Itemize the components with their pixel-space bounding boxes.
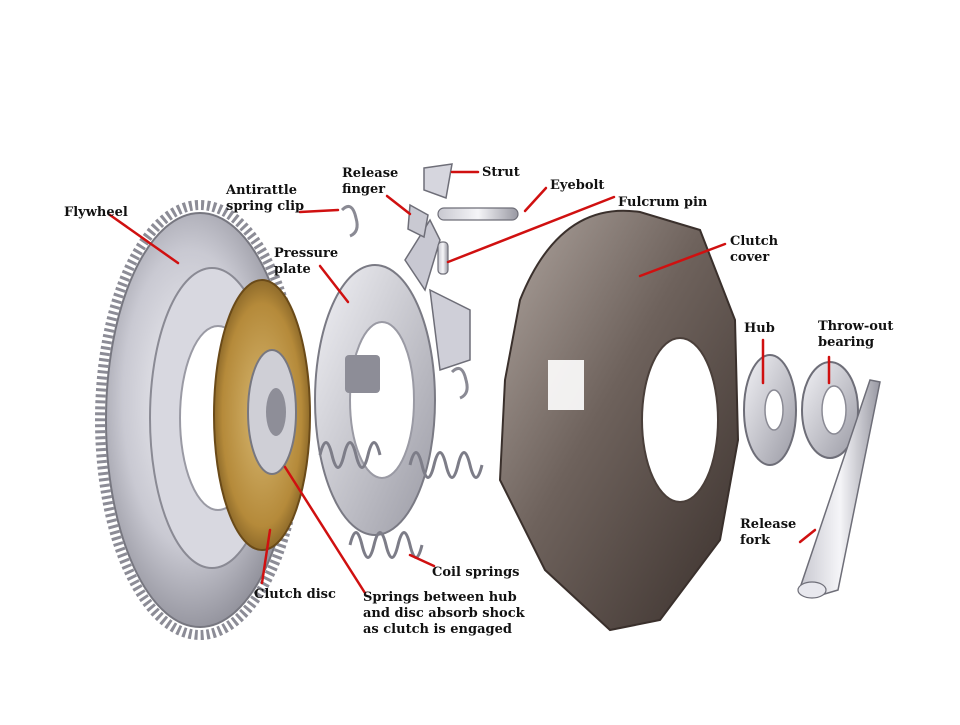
leader-lines <box>108 170 831 595</box>
leader-clutch-cover <box>638 242 727 278</box>
label-springs-note: Springs between hub and disc absorb shoc… <box>363 590 525 637</box>
clutch-cover-part <box>498 209 740 632</box>
small-parts <box>340 163 519 400</box>
leader-antirattle <box>298 208 340 214</box>
label-clutch-disc: Clutch disc <box>254 587 336 602</box>
leader-fulcrum-pin <box>446 195 616 264</box>
coil-springs-part <box>318 441 484 559</box>
label-throwout-bearing: Throw-out bearing <box>818 319 894 350</box>
release-fork-part <box>797 379 881 599</box>
label-release-finger: Release finger <box>342 166 399 197</box>
label-pressure-plate: Pressure plate <box>274 246 339 277</box>
hub-part <box>743 354 797 466</box>
leader-pressure-plate <box>318 264 350 304</box>
label-clutch-cover: Clutch cover <box>730 234 779 265</box>
leader-flywheel <box>108 213 180 265</box>
label-coil-springs: Coil springs <box>432 565 520 580</box>
clutch-disc-part <box>213 279 311 551</box>
leader-release-finger <box>385 194 412 216</box>
label-flywheel: Flywheel <box>64 205 128 220</box>
leader-springs-note <box>283 465 367 595</box>
label-hub: Hub <box>744 321 775 336</box>
pressure-plate-part <box>314 218 471 536</box>
leader-release-fork <box>798 528 817 544</box>
label-release-fork: Release fork <box>740 517 797 548</box>
leader-clutch-disc <box>260 528 272 585</box>
label-fulcrum-pin: Fulcrum pin <box>618 195 708 210</box>
label-eyebolt: Eyebolt <box>550 178 605 193</box>
leader-coil-springs <box>408 553 436 568</box>
label-antirattle-spring-clip: Antirattle spring clip <box>226 183 305 214</box>
label-strut: Strut <box>482 165 520 180</box>
leader-eyebolt <box>523 186 548 213</box>
